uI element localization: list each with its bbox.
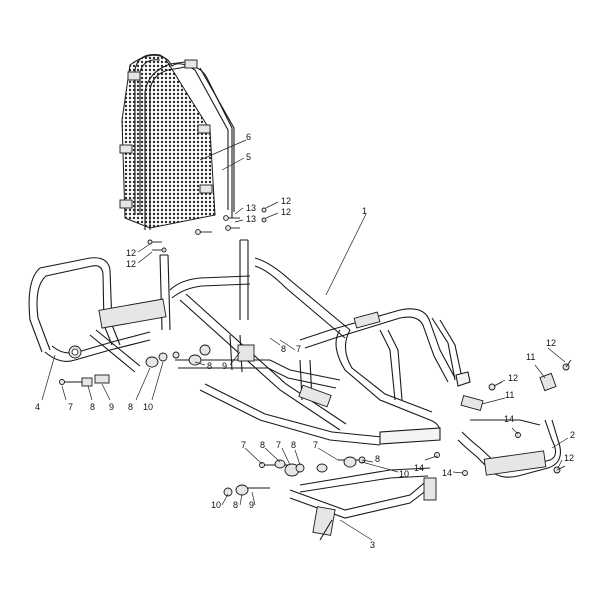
label-12: 12 bbox=[281, 207, 291, 217]
seat-bolts bbox=[147, 207, 267, 253]
part-labels: 1 2 3 4 5 6 7 7 7 7 7 8 8 8 8 8 8 8 8 9 … bbox=[35, 132, 575, 550]
seat-back bbox=[119, 54, 235, 230]
label-8: 8 bbox=[128, 402, 133, 412]
label-11: 11 bbox=[505, 390, 514, 400]
label-12: 12 bbox=[126, 259, 136, 269]
label-12: 12 bbox=[564, 453, 574, 463]
label-8: 8 bbox=[207, 361, 212, 371]
label-12: 12 bbox=[508, 373, 518, 383]
label-14: 14 bbox=[414, 463, 424, 473]
leader-lines bbox=[41, 139, 569, 541]
main-frame bbox=[159, 239, 471, 446]
label-4: 4 bbox=[35, 402, 40, 412]
label-5: 5 bbox=[246, 152, 251, 162]
label-8: 8 bbox=[281, 344, 286, 354]
label-9: 9 bbox=[249, 500, 254, 510]
label-10: 10 bbox=[399, 469, 409, 479]
label-9: 9 bbox=[109, 402, 114, 412]
label-8: 8 bbox=[291, 440, 296, 450]
label-7: 7 bbox=[296, 344, 301, 354]
label-11: 11 bbox=[526, 352, 535, 362]
label-8: 8 bbox=[375, 454, 380, 464]
front-bumper bbox=[28, 257, 167, 373]
label-14: 14 bbox=[504, 414, 514, 424]
label-12: 12 bbox=[546, 338, 556, 348]
rear-bumper bbox=[457, 419, 561, 478]
label-12: 12 bbox=[281, 196, 291, 206]
label-6: 6 bbox=[246, 132, 251, 142]
label-1: 1 bbox=[362, 206, 367, 216]
label-8: 8 bbox=[233, 500, 238, 510]
bumper-hardware bbox=[59, 344, 211, 387]
label-10: 10 bbox=[143, 402, 153, 412]
label-8: 8 bbox=[260, 440, 265, 450]
lower-arm bbox=[289, 467, 437, 541]
label-7: 7 bbox=[68, 402, 73, 412]
label-14: 14 bbox=[442, 468, 452, 478]
label-2: 2 bbox=[570, 430, 575, 440]
label-7: 7 bbox=[241, 440, 246, 450]
label-9: 9 bbox=[222, 361, 227, 371]
label-13: 13 bbox=[246, 203, 256, 213]
label-7: 7 bbox=[313, 440, 318, 450]
label-7: 7 bbox=[276, 440, 281, 450]
label-10: 10 bbox=[211, 500, 221, 510]
arm-hardware bbox=[223, 456, 366, 497]
label-8: 8 bbox=[90, 402, 95, 412]
label-13: 13 bbox=[246, 214, 256, 224]
label-12: 12 bbox=[126, 248, 136, 258]
label-3: 3 bbox=[370, 540, 375, 550]
